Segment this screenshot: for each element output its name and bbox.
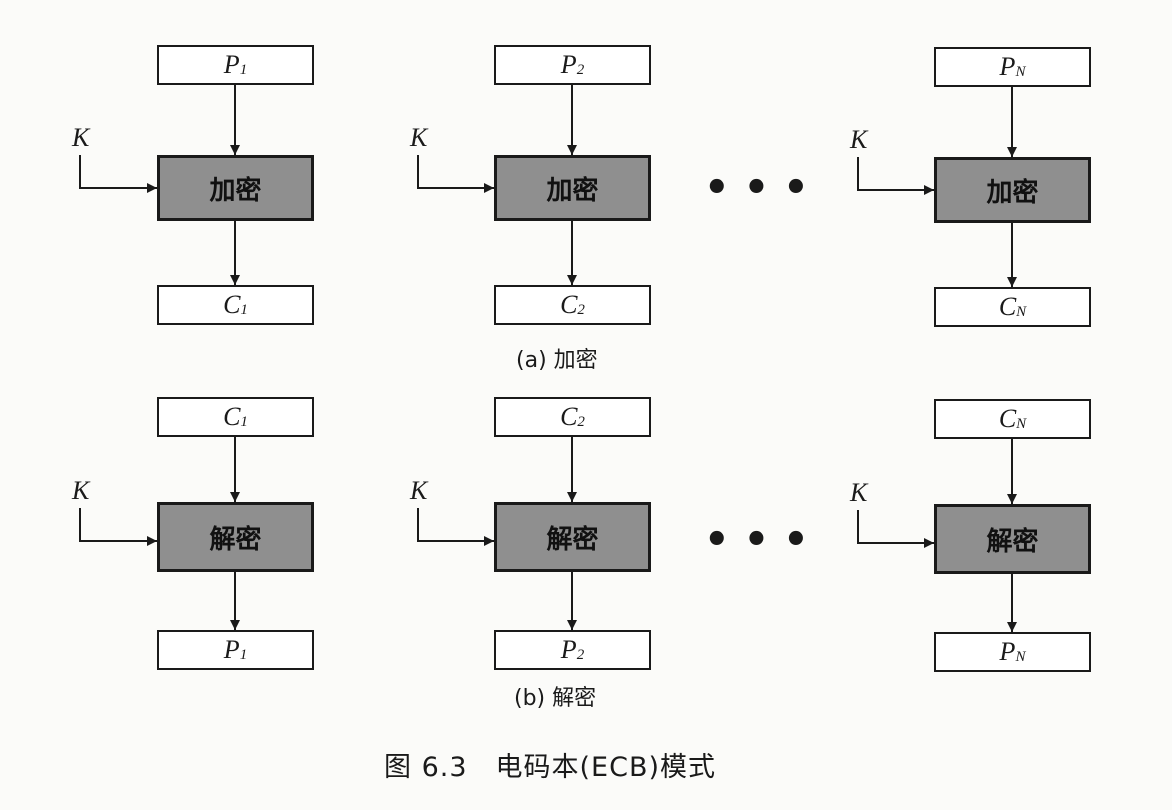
key-line-dec-2 [417, 508, 494, 546]
key-line-dec-1 [79, 508, 157, 546]
decryption-caption: (b) 解密 [514, 686, 597, 711]
block-symbol: C [998, 292, 1017, 321]
block-symbol: C [560, 290, 578, 319]
ellipsis-dots: ••• [704, 517, 823, 563]
key-label: K [410, 123, 428, 152]
block-symbol: P [560, 50, 577, 79]
block-symbol: P [223, 635, 240, 664]
block-symbol: C [560, 402, 578, 431]
block-symbol: P [560, 635, 577, 664]
key-line-enc-2 [417, 155, 494, 193]
key-line-enc-n [857, 157, 934, 195]
key-label: K [72, 476, 90, 505]
block-symbol: C [223, 402, 241, 431]
ellipsis-dots: ••• [704, 165, 823, 211]
decrypt-block-1: 解密 [157, 502, 314, 572]
encrypt-block-2: 加密 [494, 155, 651, 221]
encryption-caption: (a) 加密 [516, 348, 598, 373]
encrypt-block-1: 加密 [157, 155, 314, 221]
figure-caption: 图 6.3 电码本(ECB)模式 [384, 752, 717, 783]
block-symbol: P [999, 52, 1016, 81]
block-symbol: P [999, 637, 1016, 666]
block-symbol: C [998, 404, 1017, 433]
block-symbol: C [223, 290, 241, 319]
key-label: K [72, 123, 90, 152]
decrypt-block-2: 解密 [494, 502, 651, 572]
key-line-enc-1 [79, 155, 157, 193]
key-label: K [410, 476, 428, 505]
key-label: K [850, 478, 868, 507]
key-line-dec-n [857, 510, 934, 548]
block-symbol: P [223, 50, 240, 79]
key-label: K [850, 125, 868, 154]
decrypt-block-n: 解密 [934, 504, 1091, 574]
encrypt-block-n: 加密 [934, 157, 1091, 223]
